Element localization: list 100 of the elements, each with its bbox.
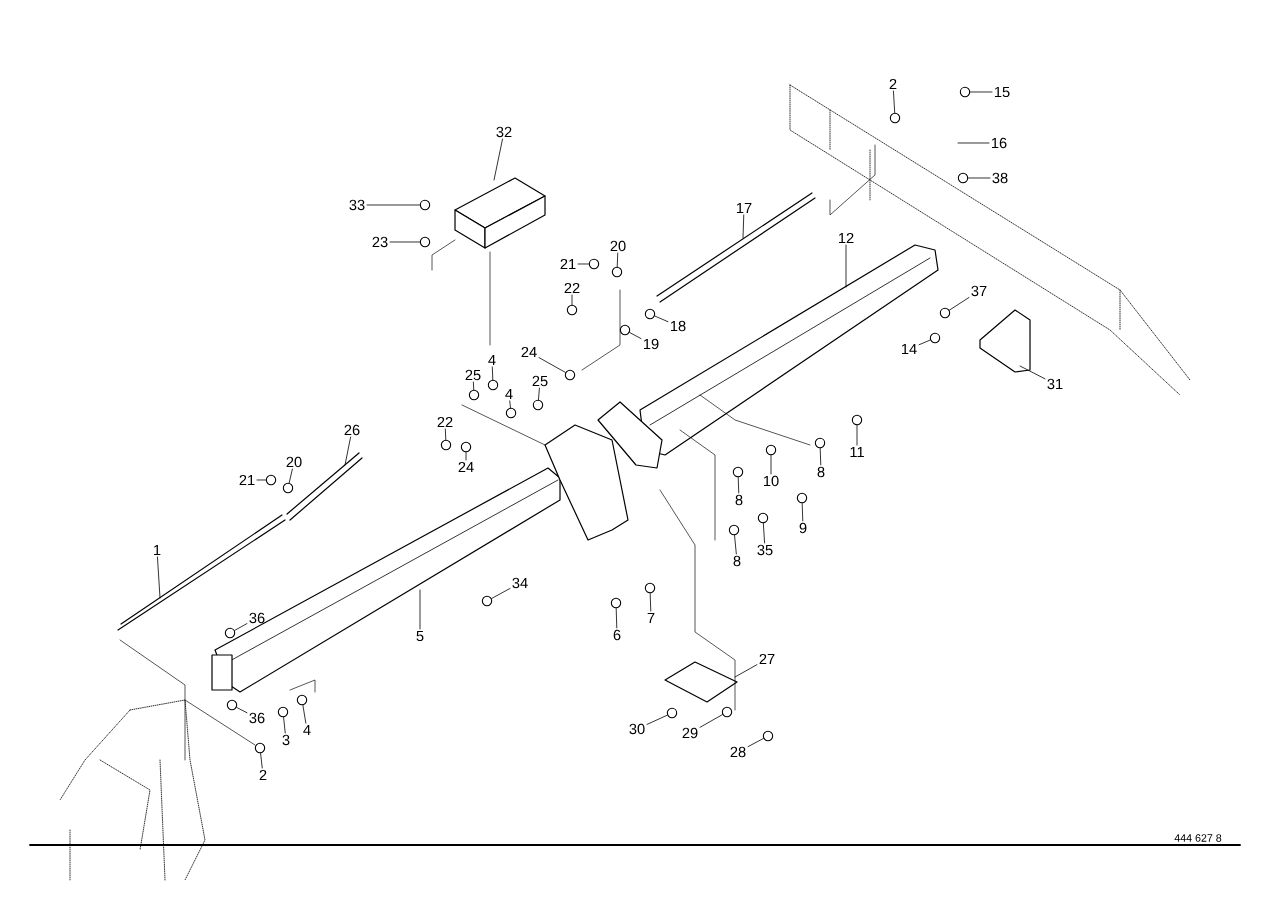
fastener-part: [440, 439, 452, 451]
fastener-part: [564, 369, 576, 381]
fastener-part: [929, 332, 941, 344]
callout-number: 7: [647, 612, 655, 624]
fastener-part: [765, 444, 777, 456]
fastener-part: [588, 258, 600, 270]
callout-number: 6: [613, 629, 621, 641]
callout-number: 4: [303, 724, 311, 736]
callout-number: 8: [735, 494, 743, 506]
fastener-part: [610, 597, 622, 609]
leader-line: [577, 263, 590, 265]
leader-line: [615, 607, 618, 629]
fastener-part: [468, 389, 480, 401]
fastener-part: [666, 707, 678, 719]
callout-number: 2: [889, 78, 897, 90]
leader-line: [571, 294, 573, 306]
callout-number: 8: [733, 555, 741, 567]
callout-number: 9: [799, 522, 807, 534]
callout-number: 22: [564, 282, 580, 294]
callout-number: 21: [239, 474, 255, 486]
leader-line: [770, 454, 772, 475]
callout-number: 35: [757, 544, 773, 556]
fastener-part: [732, 466, 744, 478]
fastener-part: [957, 172, 969, 184]
fastener-part: [419, 199, 431, 211]
callout-number: 5: [416, 630, 424, 642]
leader-line: [893, 90, 896, 114]
fastener-part: [226, 699, 238, 711]
fastener-part: [532, 399, 544, 411]
leader-line: [419, 589, 421, 630]
callout-number: 23: [372, 236, 388, 248]
fastener-part: [419, 236, 431, 248]
callout-number: 1: [154, 544, 161, 556]
fastener-part: [644, 308, 656, 320]
fastener-part: [644, 582, 656, 594]
callout-number: 18: [670, 320, 686, 332]
leader-line: [366, 204, 421, 206]
leader-line: [288, 468, 293, 484]
fastener-part: [721, 706, 733, 718]
callout-number: 33: [349, 199, 365, 211]
leader-line: [1019, 365, 1046, 380]
callout-number: 22: [437, 416, 453, 428]
callout-number: 27: [759, 653, 775, 665]
leader-line: [734, 664, 758, 678]
callout-number: 17: [736, 202, 752, 214]
callout-number: 26: [344, 424, 360, 436]
callout-number: 12: [838, 232, 854, 244]
fastener-part: [481, 595, 493, 607]
leader-line: [734, 534, 737, 555]
leader-line: [747, 738, 764, 748]
leader-line: [538, 387, 540, 401]
callout-number: 30: [629, 723, 645, 735]
fastener-part: [566, 304, 578, 316]
leader-line: [629, 332, 642, 339]
callout-number: 25: [465, 369, 481, 381]
callout-number: 19: [643, 338, 659, 350]
leader-line: [509, 400, 511, 409]
callout-number: 25: [532, 375, 548, 387]
leader-line: [654, 315, 669, 323]
leader-line: [845, 244, 847, 288]
leader-line: [491, 366, 494, 381]
fastener-part: [762, 730, 774, 742]
callout-number: 32: [496, 126, 512, 138]
fastener-part: [619, 324, 631, 336]
fastener-part: [611, 266, 623, 278]
callout-number: 24: [458, 461, 474, 473]
callout-number: 21: [560, 258, 576, 270]
leader-line: [283, 716, 286, 734]
leader-line: [538, 357, 566, 373]
leader-line: [472, 381, 475, 391]
fastener-part: [487, 379, 499, 391]
leader-line: [491, 588, 511, 599]
callout-number: 36: [249, 712, 265, 724]
callout-number: 2: [259, 769, 267, 781]
callout-number: 31: [1047, 378, 1063, 390]
fastener-part: [728, 524, 740, 536]
leader-line: [260, 752, 263, 769]
callout-number: 14: [901, 343, 917, 355]
leader-line: [444, 428, 447, 441]
leader-line: [649, 592, 652, 612]
leader-line: [616, 252, 619, 268]
leader-line: [236, 707, 248, 714]
leader-line: [967, 177, 991, 179]
callout-number: 28: [730, 746, 746, 758]
fastener-part: [296, 694, 308, 706]
fastener-part: [959, 86, 971, 98]
fastener-part: [460, 441, 472, 453]
callout-number: 11: [850, 446, 864, 458]
callout-number: 24: [521, 346, 537, 358]
leader-line: [957, 142, 990, 144]
leader-line: [699, 714, 723, 728]
leader-line: [465, 451, 467, 461]
fastener-part: [224, 627, 236, 639]
fastener-part: [254, 742, 266, 754]
leader-line: [646, 714, 668, 725]
callout-number: 37: [971, 285, 987, 297]
callout-number: 36: [249, 612, 265, 624]
fastener-part: [282, 482, 294, 494]
fastener-part: [939, 307, 951, 319]
fastener-part: [757, 512, 769, 524]
